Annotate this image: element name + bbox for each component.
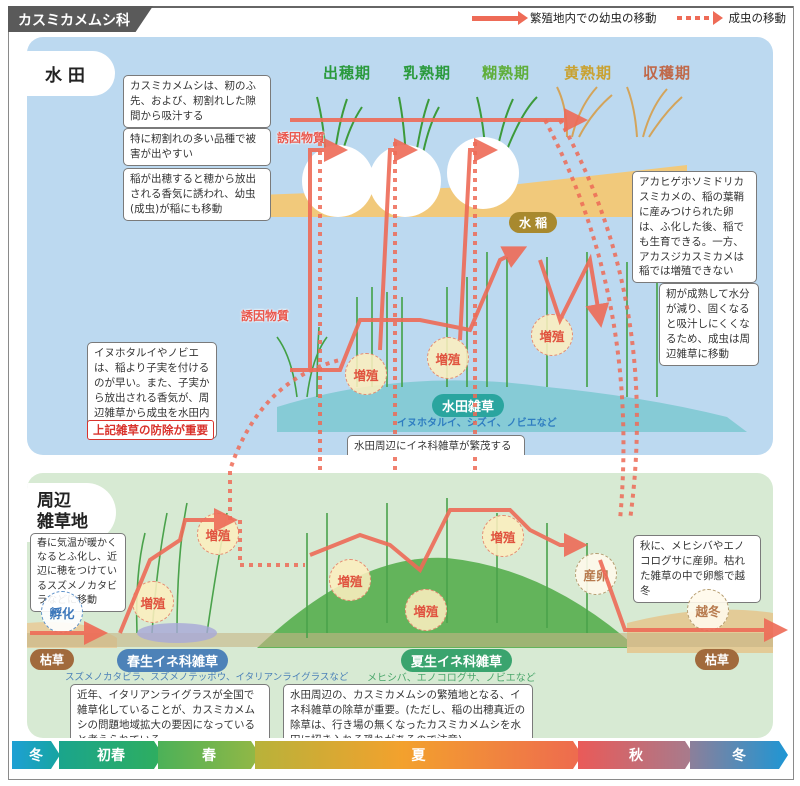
stage-yellow-ripe: 黄熟期 (564, 64, 613, 82)
stage-heading: 出穂期 (323, 64, 372, 82)
callout-heading-scent: 稲が出穂すると穂から放出される香気に誘われ、幼虫(成虫)が稲にも移動 (123, 168, 271, 221)
figure-frame (8, 6, 794, 780)
solid-arrow-icon (472, 10, 528, 25)
attractant-label-weeds: 誘因物質 (241, 309, 290, 323)
season-timeline: 冬 初春 春 夏 秋 冬 (12, 741, 788, 769)
season-early-spring: 初春 (59, 741, 163, 769)
season-autumn: 秋 (578, 741, 694, 769)
callout-akahige: アカヒゲホソミドリカスミカメの、稲の葉鞘に産みつけられた卵は、ふ化した後、稲でも… (632, 171, 757, 284)
paddy-title: 水 田 (27, 51, 115, 96)
season-winter-start: 冬 (12, 741, 60, 769)
stage-dough-ripe: 糊熟期 (482, 64, 531, 82)
breed-badge: 増殖 (427, 337, 469, 379)
overwinter-badge: 越冬 (687, 589, 729, 631)
closeup-milk-view (369, 145, 441, 217)
warning-weed-control: 上記雑草の防除が重要 (87, 420, 214, 440)
dead-grass-label: 枯草 (30, 649, 75, 670)
hatch-badge: 孵化 (41, 591, 83, 633)
closeup-dough-view (447, 137, 519, 209)
paddy-field-panel: 水 田 出穂期 乳熟期 糊熟期 黄熟期 収穫期 カスミカメムシは、籾のふ先、およ… (27, 37, 773, 455)
breed-badge: 増殖 (345, 353, 387, 395)
callout-weeding: 水田周辺の、カスミカメムシの繁殖地となる、イネ科雑草の除草が重要。(ただし、稲の… (283, 684, 533, 738)
dotted-arrow-icon (676, 11, 723, 25)
season-summer: 夏 (255, 741, 582, 769)
weedland-title: 周辺 雑草地 (27, 483, 116, 542)
weedland-title-line2: 雑草地 (37, 512, 88, 533)
callout-varieties: 特に籾割れの多い品種で被害が出やすい (123, 128, 271, 166)
paddy-weeds-examples: イヌホタルイ、シズイ、ノビエなど (397, 418, 557, 429)
family-label: カスミカメムシ科 (8, 6, 153, 32)
breed-badge: 増殖 (405, 589, 447, 631)
season-spring: 春 (158, 741, 260, 769)
callout-sucking: カスミカメムシは、籾のふ先、および、籾割れした隙間から吸汁する (123, 75, 271, 128)
dead-grass-label: 枯草 (695, 649, 740, 670)
callout-maturity: 籾が成熟して水分が減り、固くなると吸汁しにくくなるため、成虫は周辺雑草に移動 (659, 283, 759, 366)
stage-milk-ripe: 乳熟期 (403, 64, 452, 82)
season-winter-end: 冬 (690, 741, 788, 769)
breed-badge: 増殖 (482, 515, 524, 557)
legend: 繁殖地内での幼虫の移動 成虫の移動 (472, 10, 786, 26)
rice-label: 水 稲 (509, 212, 558, 233)
breed-badge: 増殖 (329, 559, 371, 601)
legend-adult-label: 成虫の移動 (728, 11, 787, 25)
breed-badge: 増殖 (197, 513, 239, 555)
paddy-weeds-label: 水田雑草 (432, 394, 505, 417)
breed-badge: 増殖 (132, 581, 174, 623)
closeup-heading-view (302, 145, 374, 217)
breed-badge: 増殖 (531, 314, 573, 356)
egg-laying-badge: 産卵 (575, 553, 617, 595)
callout-weeds-nearby: 水田周辺にイネ科雑草が繁茂するとカスミカメムシの絶好の繁殖場所となり、稲が出穂す… (347, 435, 525, 455)
weedland-title-line1: 周辺 (37, 491, 71, 511)
attractant-label-rice: 誘因物質 (277, 131, 326, 145)
stage-harvest: 収穫期 (643, 64, 692, 82)
frame-top-border (8, 6, 794, 8)
spring-grass-label: 春生イネ科雑草 (117, 649, 229, 672)
summer-grass-examples: メヒシバ、エノコログサ、ノビエなど (367, 673, 536, 684)
legend-larva-label: 繁殖地内での幼虫の移動 (530, 11, 657, 25)
spring-grass-examples: スズメノカタビラ、スズメノテッポウ、イタリアンライグラスなど (65, 672, 349, 683)
callout-italian-ryegrass: 近年、イタリアンライグラスが全国で雑草化していることが、カスミカメムシの問題地域… (70, 684, 270, 738)
surrounding-weedland-panel: 周辺 雑草地 春に気温が暖かくなるとふ化し、近辺に穂をつけているスズメノカタビラ… (27, 473, 773, 738)
summer-grass-label: 夏生イネ科雑草 (401, 649, 513, 672)
